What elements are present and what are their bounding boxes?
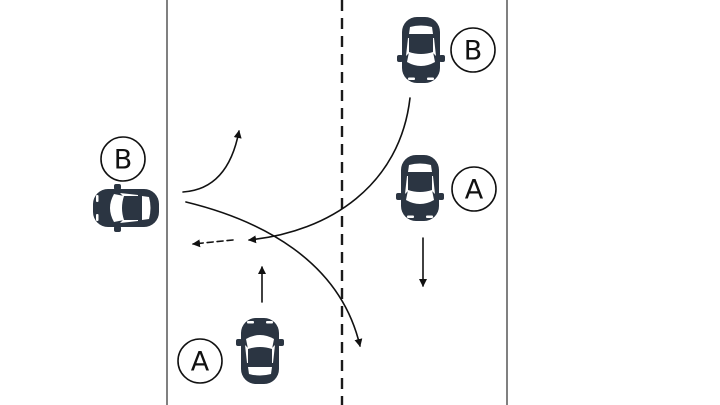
car-b-side-road xyxy=(93,184,159,232)
car-a-right xyxy=(396,155,444,221)
svg-text:B: B xyxy=(114,145,133,176)
svg-text:A: A xyxy=(191,347,210,378)
label-a-right: A xyxy=(451,166,497,212)
left-turn-arrow xyxy=(182,130,242,193)
label-b-left: B xyxy=(100,136,146,182)
car-b-top xyxy=(397,17,445,83)
crossing-turn-arrow xyxy=(248,97,411,244)
dashed-continuation-arrow xyxy=(192,239,234,248)
svg-text:B: B xyxy=(464,36,483,67)
right-turn-arrow xyxy=(185,201,363,347)
car-a-bottom xyxy=(236,318,284,384)
label-a-bottom: A xyxy=(177,338,223,384)
svg-text:A: A xyxy=(465,175,484,206)
label-b-top: B xyxy=(450,27,496,73)
